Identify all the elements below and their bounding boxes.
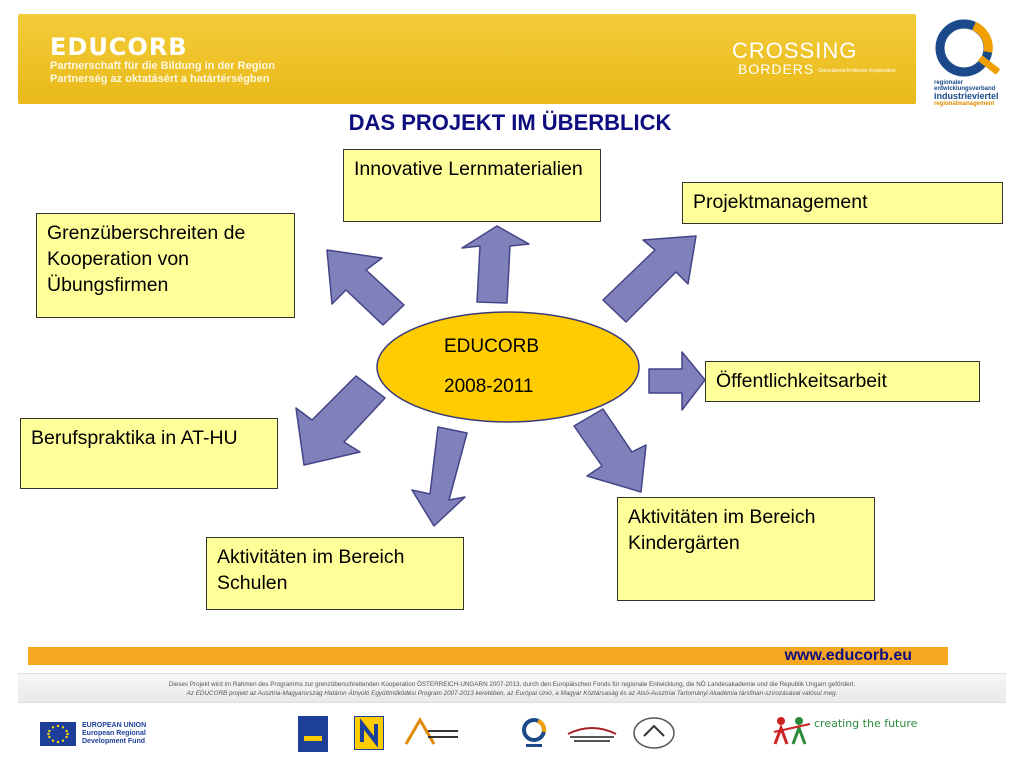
arrow-to-projekt [602,235,697,323]
page-title: DAS PROJEKT IM ÜBERBLICK [348,110,672,135]
arrow-to-kinder [573,408,647,493]
center-title: EDUCORB [444,336,540,357]
crossing-word: CROSSING [732,38,858,63]
regional-logo-text: regionaler entwicklungsverband industrie… [934,80,999,107]
crossing-subtext: Grenzüberschreitende Kooperation [818,68,896,74]
arrow-to-innovative [461,225,530,304]
brand-tagline-de: Partnerschaft für die Bildung in der Reg… [50,60,275,72]
creating-future-figures-icon [773,717,811,745]
box-schulen: Aktivitäten im Bereich Schulen [206,537,464,610]
website-link[interactable]: www.educorb.eu [784,647,912,664]
arrow-to-oeff [648,351,706,411]
regional-line4: regionalmanagement [934,101,995,107]
box-oeffentlichkeitsarbeit: Öffentlichkeitsarbeit [705,361,980,402]
box-projektmanagement: Projektmanagement [682,182,1003,224]
regional-line1: regionaler [934,80,964,86]
funding-note-hu: Az EDUCORB projekt az Ausztria-Magyarors… [186,690,838,697]
brand-tagline-hu: Partnerség az oktatásért a határtérségbe… [50,73,270,85]
crossing-borders-logo: CROSSING BORDERS Grenzüberschreitende Ko… [732,38,896,77]
regional-logo: regionaler entwicklungsverband industrie… [928,18,1008,114]
url-bar: www.educorb.eu [28,647,948,665]
regional-line3: industrieviertel [934,91,999,101]
box-innovative: Innovative Lernmaterialien [343,149,601,222]
regional-ring-icon [935,19,1001,77]
box-kindergaerten: Aktivitäten im Bereich Kindergärten [617,497,875,601]
regional-line2: entwicklungsverband [934,86,996,92]
arrow-to-grenz [326,249,405,326]
center-years: 2008-2011 [444,376,534,397]
nda-logo-icon [298,716,328,752]
lower-austria-logo-icon [354,716,384,750]
eu-text: EUROPEAN UNION European Regional Develop… [82,722,147,745]
funding-note-de: Dieses Projekt wird im Rahmen des Progra… [168,681,856,688]
center-ellipse [376,311,640,423]
box-berufspraktika: Berufspraktika in AT-HU [20,418,278,489]
arrow-to-beruf [295,375,386,466]
hungarian-institution-logo-icon [567,727,617,742]
center-label: EDUCORB 2008-2011 [444,336,539,416]
partner-ring-logo-icon [522,718,547,747]
creating-future-text: creating the future [814,717,918,730]
eu-flag-icon [40,722,76,746]
brand-name: EDUCORB [50,33,188,61]
arrow-to-schulen [411,426,468,527]
school-logo-icon [633,717,675,749]
borders-word: BORDERS [738,61,815,77]
brand-block: EDUCORB Partnerschaft für die Bildung in… [50,34,275,86]
header-banner: EDUCORB Partnerschaft für die Bildung in… [18,14,916,104]
box-grenzueberschreitende: Grenzüberschreiten de Kooperation von Üb… [36,213,295,318]
funding-note: Dieses Projekt wird im Rahmen des Progra… [18,673,1006,703]
landesakademie-logo-icon [404,717,458,745]
